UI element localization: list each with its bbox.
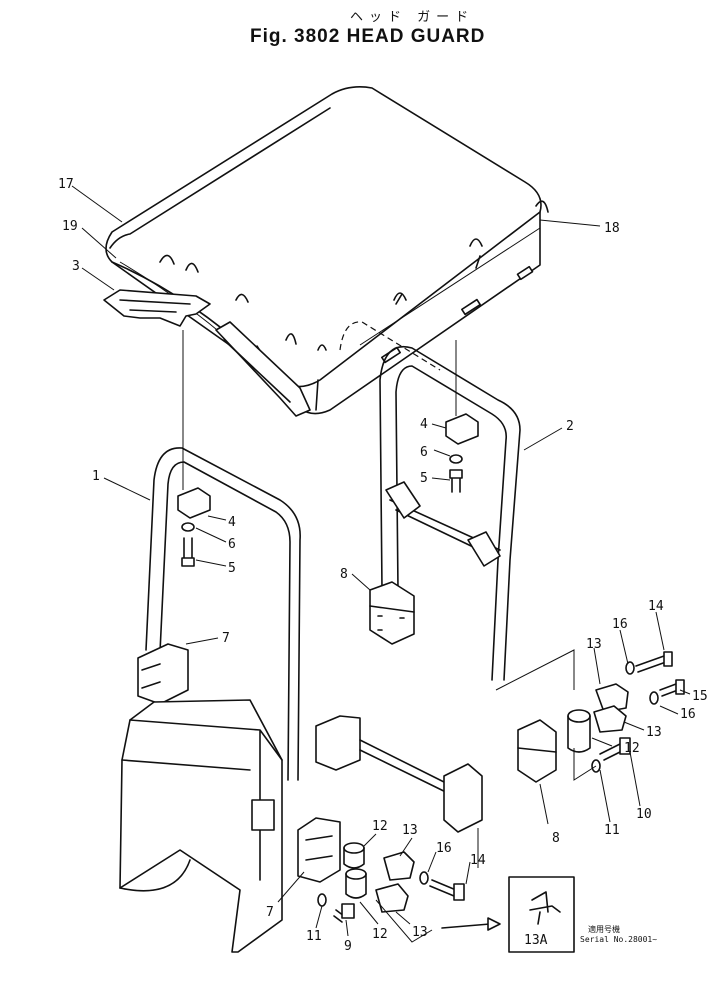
callout-13-d: 13 (412, 925, 428, 940)
callout-7-lower: 7 (266, 905, 274, 920)
bolt-14-upper (635, 651, 673, 673)
callout-16-b: 16 (680, 707, 696, 722)
washer-6-left (181, 522, 195, 532)
mount-block-rear (369, 581, 415, 645)
split-clamp-lower (375, 851, 415, 913)
callout-1: 1 (92, 469, 100, 484)
inset-arrow (441, 917, 501, 931)
bolt-15 (659, 679, 685, 697)
frame-front-arch (145, 447, 301, 781)
callout-2: 2 (566, 419, 574, 434)
collar-right (567, 709, 591, 753)
bolt-9 (333, 903, 355, 923)
callout-11-left: 11 (306, 929, 322, 944)
japanese-title: ヘッド ガード (350, 10, 475, 25)
assembly-guide-lines (182, 330, 597, 943)
frame-rear-arch (339, 321, 521, 681)
callout-17: 17 (58, 177, 74, 192)
figure-title: Fig. 3802 HEAD GUARD (250, 26, 486, 47)
callout-5-left: 5 (228, 561, 236, 576)
collar-left-lower (345, 868, 367, 899)
clamp-block-left-lower (297, 817, 341, 883)
callout-13-b: 13 (646, 725, 662, 740)
split-clamp-right (593, 683, 629, 733)
cap-4-left (177, 487, 211, 519)
callout-5-right: 5 (420, 471, 428, 486)
cap-4-right (445, 413, 479, 445)
mount-block-right (517, 719, 557, 783)
callout-6-right: 6 (420, 445, 428, 460)
callout-13A: 13A (524, 933, 548, 948)
callout-7-upper: 7 (222, 631, 230, 646)
callout-9: 9 (344, 939, 352, 954)
roof-canopy (105, 86, 549, 415)
callout-19: 19 (62, 219, 78, 234)
callout-16-c: 16 (436, 841, 452, 856)
serial-note-heading: 適用号機 (588, 924, 620, 934)
callout-8-right: 8 (552, 831, 560, 846)
machine-body-base (119, 699, 283, 953)
callout-6-left: 6 (228, 537, 236, 552)
washer-16-b (649, 691, 659, 705)
clamp-block-left-upper (137, 643, 189, 705)
leader-lines (71, 185, 691, 937)
washer-11-left (317, 893, 327, 907)
callout-16-a: 16 (612, 617, 628, 632)
callout-12-lower: 12 (372, 927, 388, 942)
callout-12-upper: 12 (372, 819, 388, 834)
collar-left-upper (343, 842, 365, 869)
callout-3: 3 (72, 259, 80, 274)
washer-16-c (419, 871, 429, 885)
serial-note-range: Serial No.28001~ (580, 935, 657, 944)
cross-shaft (315, 715, 483, 833)
front-bracket (103, 289, 311, 417)
callout-15: 15 (692, 689, 708, 704)
bolt-5-left (181, 537, 195, 567)
callout-4-right: 4 (420, 417, 428, 432)
washer-6-right (449, 454, 463, 464)
bolt-14-lower (429, 879, 465, 901)
callout-13-c: 13 (402, 823, 418, 838)
callout-11-right: 11 (604, 823, 620, 838)
callout-14-lower: 14 (470, 853, 486, 868)
callout-labels: 17 19 3 18 2 4 6 5 1 4 6 5 8 7 13 16 14 … (58, 177, 708, 954)
callout-14-upper: 14 (648, 599, 664, 614)
bolt-10 (599, 737, 631, 761)
bolt-5-right (449, 469, 463, 493)
washer-16-a (625, 661, 635, 675)
inset-13a (508, 876, 575, 953)
callout-4-left: 4 (228, 515, 236, 530)
callout-10: 10 (636, 807, 652, 822)
callout-18: 18 (604, 221, 620, 236)
callout-12-right: 12 (624, 741, 640, 756)
callout-8-rear: 8 (340, 567, 348, 582)
callout-13-a: 13 (586, 637, 602, 652)
